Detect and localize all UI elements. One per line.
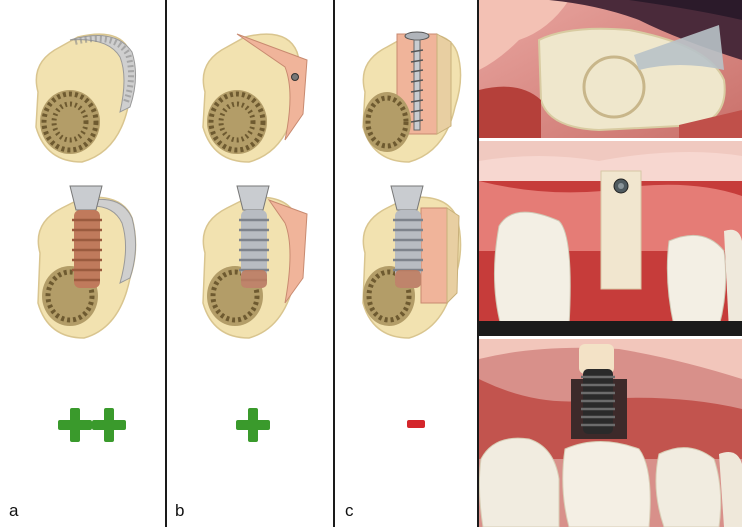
panel-divider <box>333 0 335 527</box>
panel-label-b: b <box>175 501 185 520</box>
panel-a: a <box>0 0 165 527</box>
rating-b <box>236 408 270 442</box>
bone-block-illustration-b <box>202 33 308 163</box>
panel-label-a: a <box>9 501 19 520</box>
bone-block-illustration-a <box>35 33 136 163</box>
minus-icon <box>407 420 425 428</box>
plus-icon <box>92 408 126 442</box>
rating-a <box>58 408 126 442</box>
panel-divider <box>165 0 167 527</box>
panel-c: c <box>335 0 479 527</box>
bone-block-illustration-c <box>362 31 462 163</box>
panel-divider <box>477 0 479 527</box>
panel-b: b <box>167 0 333 527</box>
implant-illustration-b <box>202 185 308 339</box>
plus-icon <box>236 408 270 442</box>
photo-separator <box>479 336 742 339</box>
bone-graft-photo <box>479 0 742 138</box>
panel-label-c: c <box>345 501 354 520</box>
plus-icon <box>58 408 92 442</box>
implant-photo <box>479 339 742 527</box>
photo-separator <box>479 138 742 141</box>
implant-illustration-c <box>362 185 462 339</box>
implant-illustration-a <box>37 185 137 339</box>
screw-fixation-photo <box>479 141 742 336</box>
